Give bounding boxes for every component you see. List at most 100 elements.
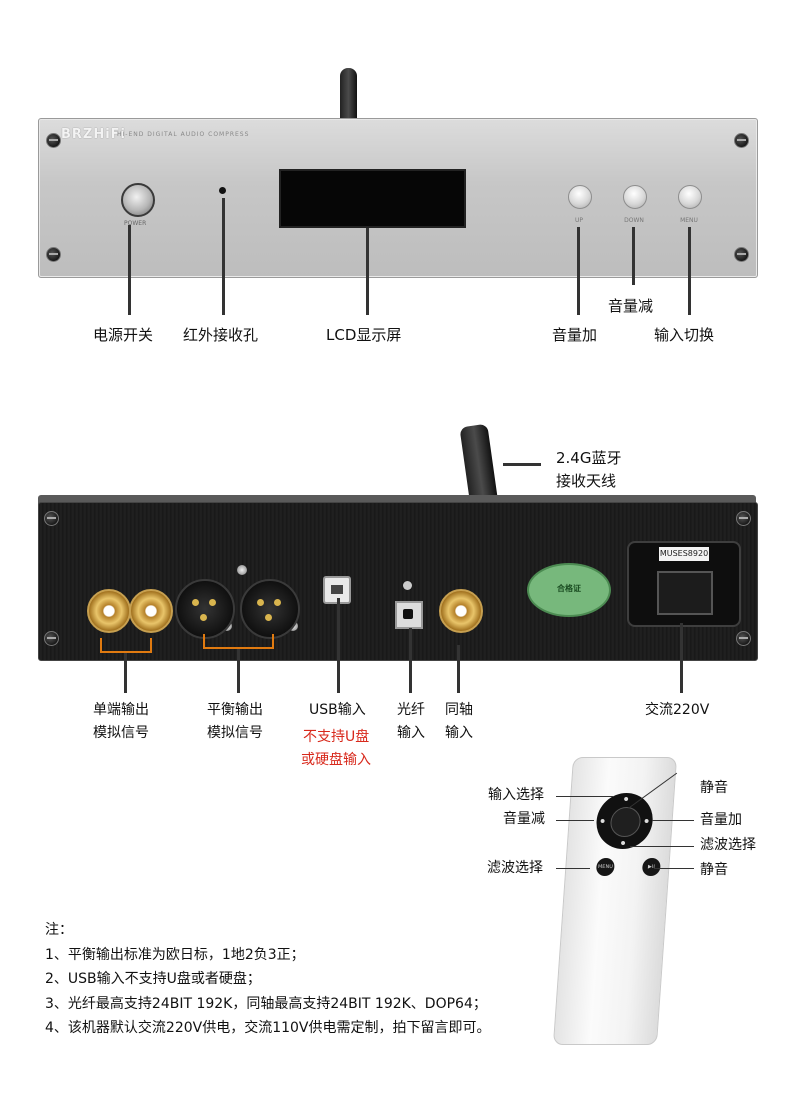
callout-line [680,623,683,693]
remote-center-button[interactable] [609,807,642,837]
ir-receiver-label: 红外接收孔 [183,326,259,344]
screw-icon [237,565,247,575]
bracket-line [100,651,152,653]
remote-mute-bottom-label: 静音 [700,862,728,878]
input-switch-label: 输入切换 [654,326,715,344]
remote-filter-left-label: 滤波选择 [487,860,543,876]
remote-mute-top-label: 静音 [700,780,728,796]
bracket-line [203,647,274,649]
callout-line [630,846,694,847]
rear-frame [38,495,756,505]
balanced-label-1: 平衡输出 [207,702,263,718]
coaxial-port[interactable] [439,589,483,633]
remote-filter-right-label: 滤波选择 [700,837,756,853]
single-ended-label-2: 模拟信号 [93,725,149,741]
ir-receiver-icon [219,187,226,194]
single-ended-label-1: 单端输出 [93,702,149,718]
optical-port[interactable] [395,601,423,629]
callout-line [337,598,340,693]
brand-subtitle: HI-END DIGITAL AUDIO COMPRESS [117,131,250,138]
lcd-label: LCD显示屏 [326,326,402,344]
screw-icon [734,133,749,148]
ac-power-inlet[interactable]: MUSES8920 [627,541,741,627]
callout-line [556,796,614,797]
note-item: 3、光纤最高支持24BIT 192K，同轴最高支持24BIT 192K、DOP6… [45,995,487,1012]
remote-control: MENU ▶II [552,757,678,1045]
coaxial-label-1: 同轴 [445,702,473,718]
bracket-line [203,634,205,648]
remote-menu-button[interactable]: MENU [595,858,616,876]
callout-line [366,228,369,315]
vol-up-label: 音量加 [552,326,598,344]
callout-line [632,227,635,285]
rca-output-left[interactable] [87,589,131,633]
power-button[interactable] [121,183,155,217]
down-button[interactable] [623,185,647,209]
power-label: POWER [124,220,147,227]
qc-sticker: 合格证 [527,563,611,617]
rear-panel: 合格证 MUSES8920 [38,502,758,661]
callout-line [654,868,694,869]
front-panel: BRZHiFi HI-END DIGITAL AUDIO COMPRESS PO… [38,118,758,278]
brand-logo: BRZHiFi [61,127,127,142]
power-socket-icon [657,571,713,615]
bracket-line [272,634,274,648]
callout-line [556,868,590,869]
callout-line [457,645,460,693]
usb-note-2: 或硬盘输入 [301,752,371,768]
remote-input-select-label: 输入选择 [488,787,544,803]
menu-label: MENU [680,217,698,224]
notes-title: 注： [45,922,73,938]
screw-icon [736,631,751,646]
inlet-label: MUSES8920 [659,547,709,561]
callout-line [237,649,240,693]
bracket-line [100,638,102,652]
up-button[interactable] [568,185,592,209]
power-switch-label: 电源开关 [93,326,154,344]
xlr-output-right[interactable] [240,579,300,639]
screw-icon [736,511,751,526]
xlr-output-left[interactable] [175,579,235,639]
menu-button[interactable] [678,185,702,209]
optical-label-2: 输入 [397,725,425,741]
screw-icon [44,631,59,646]
up-label: UP [574,217,583,224]
note-item: 1、平衡输出标准为欧日标，1地2负3正； [45,946,305,963]
optical-label-1: 光纤 [397,702,425,718]
antenna-label-line2: 接收天线 [556,472,617,490]
usb-label: USB输入 [309,702,366,718]
vol-down-label: 音量减 [608,297,654,315]
usb-port[interactable] [323,576,351,604]
callout-line [688,227,691,315]
remote-play-button[interactable]: ▶II [641,858,662,876]
qc-text: 合格证 [557,584,581,593]
balanced-label-2: 模拟信号 [207,725,263,741]
remote-vol-down-label: 音量减 [503,811,545,827]
note-item: 2、USB输入不支持U盘或者硬盘； [45,971,261,987]
notes: 注： 1、平衡输出标准为欧日标，1地2负3正； 2、USB输入不支持U盘或者硬盘… [45,918,491,1041]
bracket-line [150,638,152,652]
coaxial-label-2: 输入 [445,725,473,741]
callout-line [556,820,594,821]
note-item: 4、该机器默认交流220V供电，交流110V供电需定制，拍下留言即可。 [45,1020,491,1036]
callout-line [652,820,694,821]
usb-note-1: 不支持U盘 [303,729,370,745]
callout-line [409,628,412,693]
remote-vol-up-label: 音量加 [700,812,742,828]
front-antenna [340,68,357,122]
lcd-screen [279,169,466,228]
callout-line [503,463,541,466]
screw-icon [734,247,749,262]
ac-label: 交流220V [645,702,710,718]
rca-output-right[interactable] [129,589,173,633]
antenna-label-line1: 2.4G蓝牙 [556,449,622,467]
remote-dpad[interactable] [594,793,655,849]
callout-line [577,227,580,315]
down-label: DOWN [624,217,644,224]
callout-line [124,653,127,693]
callout-line [128,225,131,315]
screw-icon [44,511,59,526]
screw-icon [46,133,61,148]
screw-icon [46,247,61,262]
callout-line [222,198,225,315]
